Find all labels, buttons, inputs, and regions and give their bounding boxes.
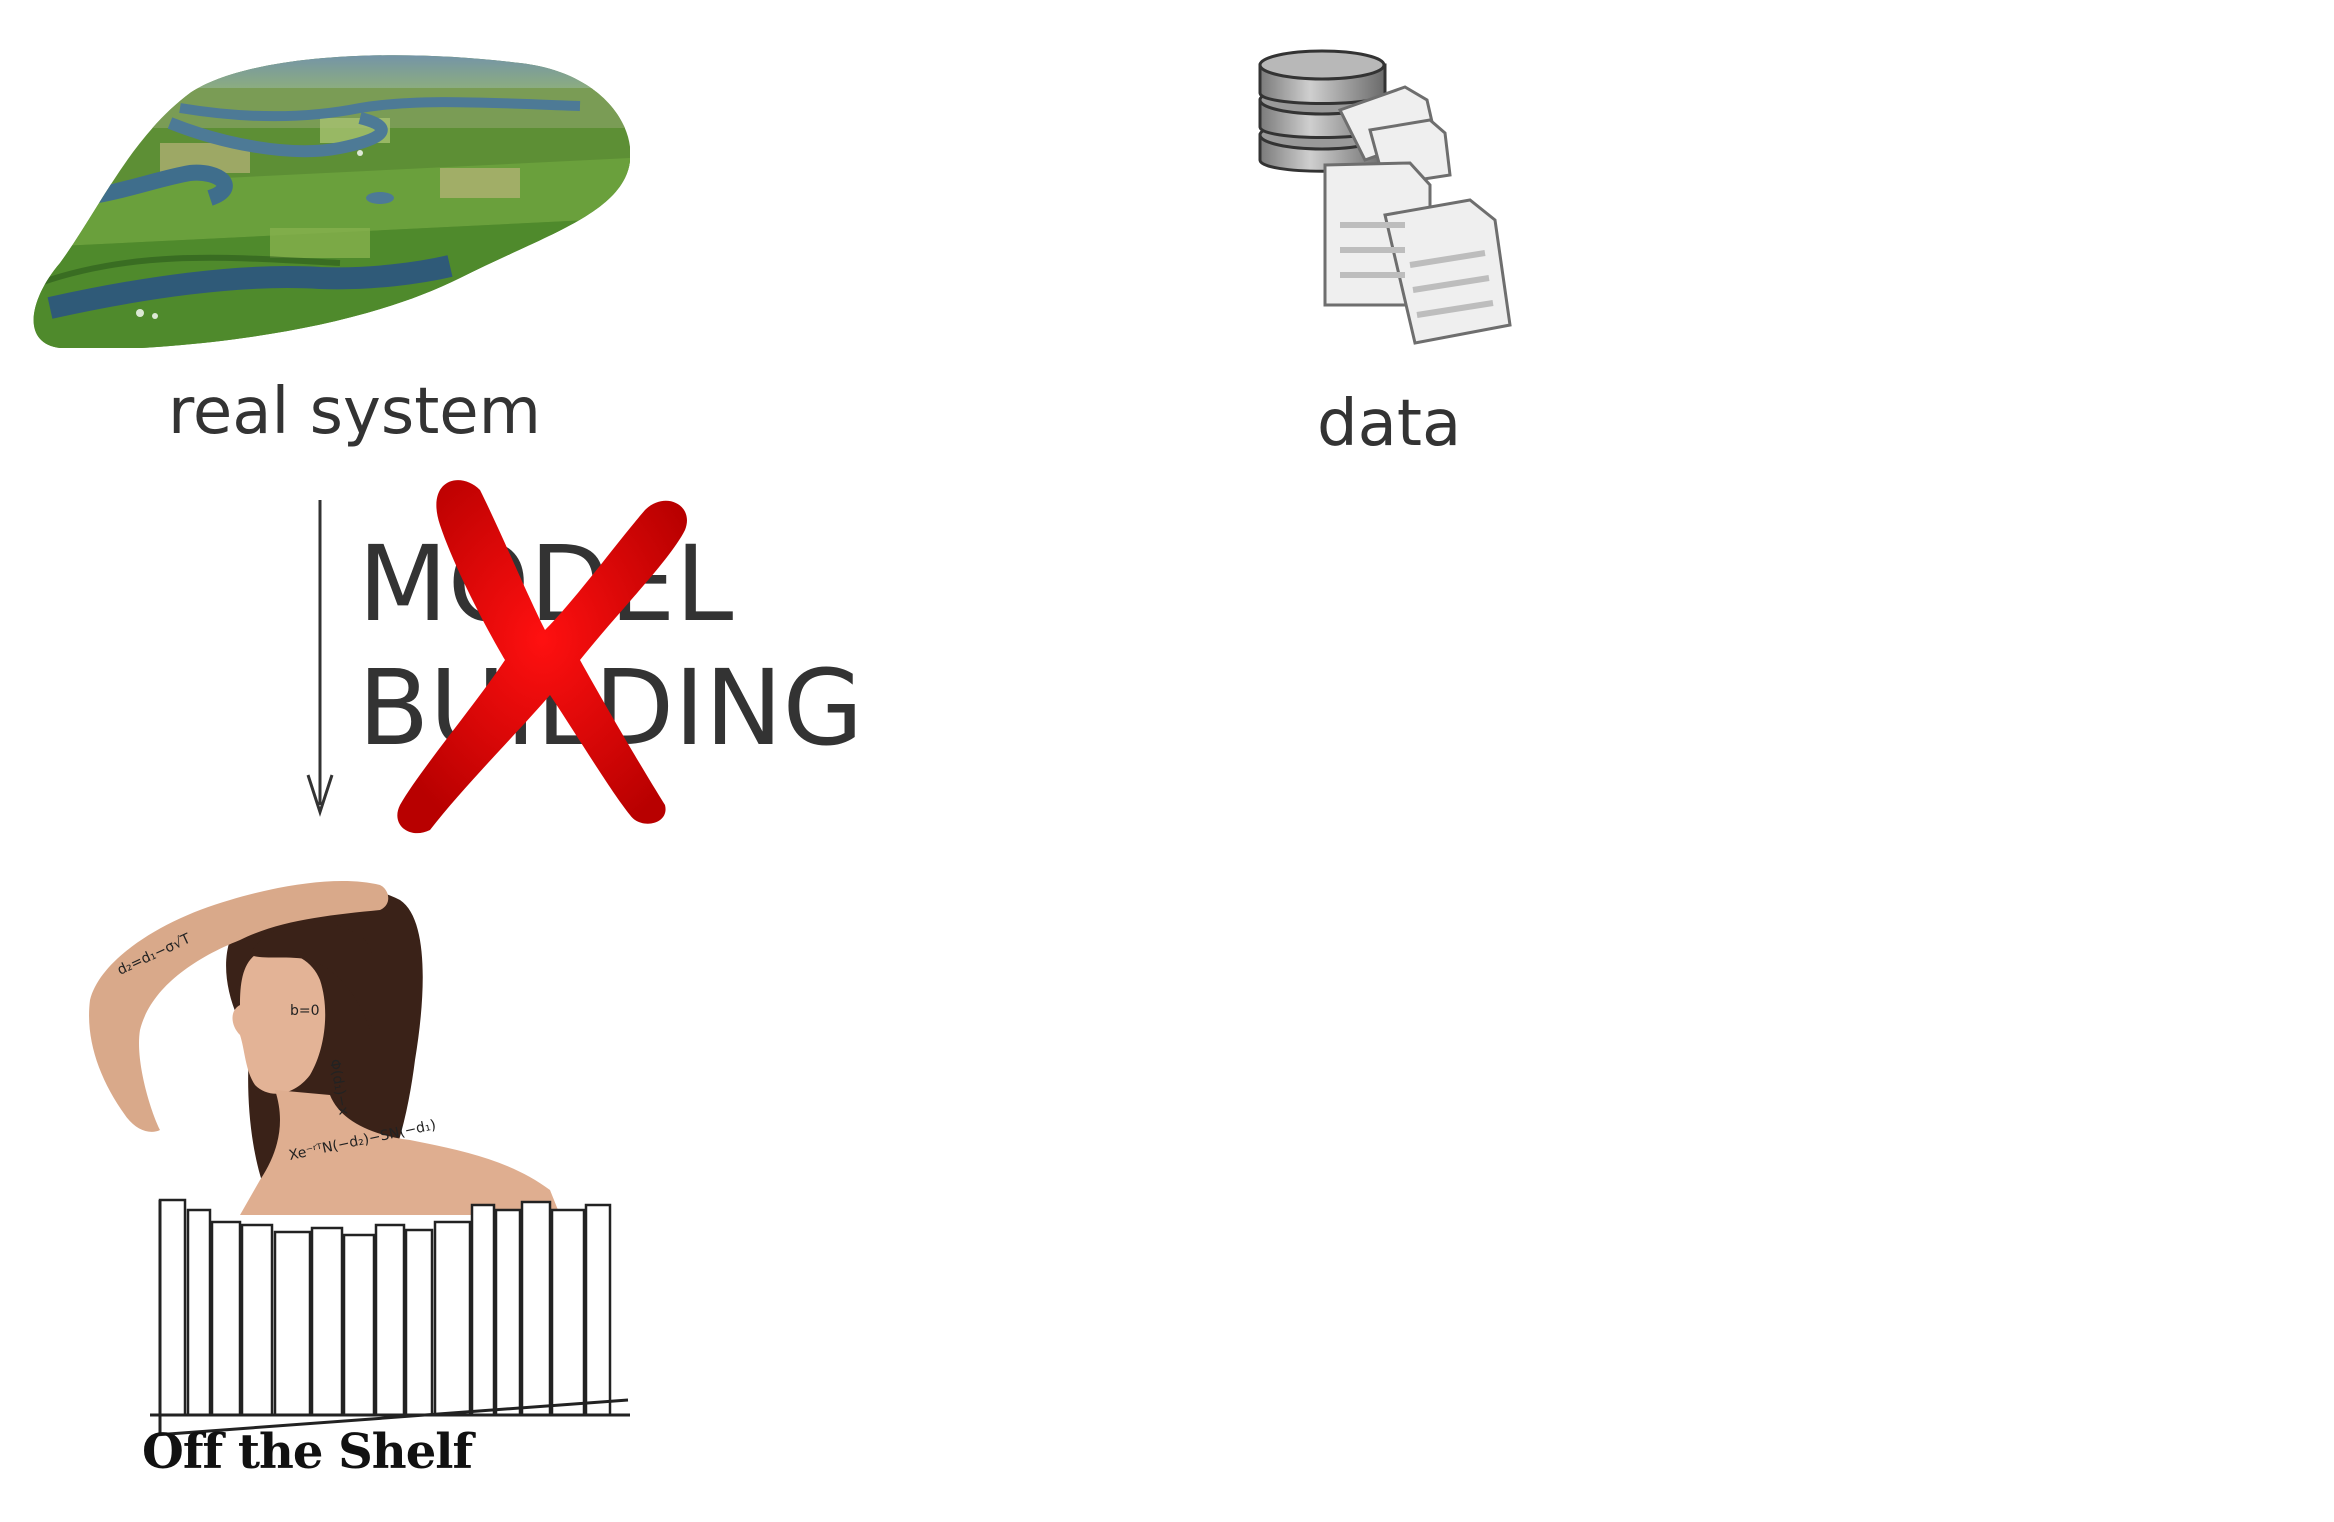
off-the-shelf-label: Off the Shelf [142, 1424, 473, 1480]
off-the-shelf-illustration: d₂=d₁−σ√T b=0 Φ(d₁)−x Xe⁻ʳᵀN(−d₂)−SN(−d₁… [89, 880, 630, 1437]
down-arrow [306, 500, 334, 817]
database-documents-icon [1258, 49, 1512, 345]
svg-text:b=0: b=0 [290, 1003, 320, 1019]
red-cross-icon [397, 480, 687, 834]
real-system-label: real system [168, 375, 541, 449]
data-label: data [1317, 387, 1462, 461]
real-system-landscape-image [33, 55, 630, 348]
